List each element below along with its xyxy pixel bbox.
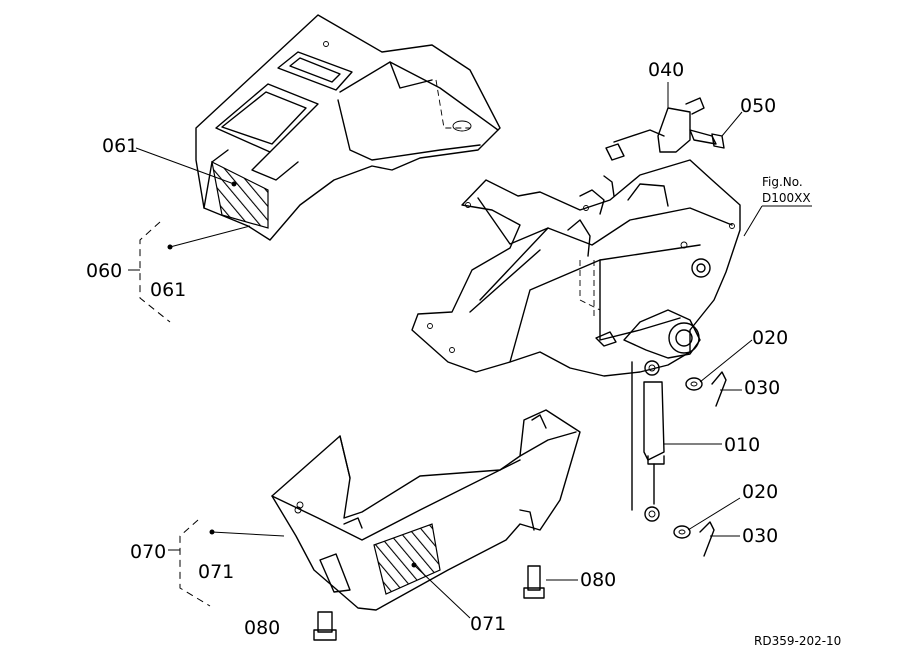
callout-061-group: 061 [150,279,186,301]
washer-020-top [685,377,703,391]
upper-cover [195,14,501,241]
callout-080-right: 080 [580,569,616,591]
callout-060: 060 [86,260,122,282]
callout-080-left: 080 [244,617,280,639]
pin-030-bottom [699,521,715,557]
gas-strut [631,360,665,522]
leader-lines [135,82,812,619]
screw-080-right [523,565,545,599]
callout-020-bottom: 020 [742,481,778,503]
callout-040: 040 [648,59,684,81]
callout-010: 010 [724,434,760,456]
drawing-code: RD359-202-10 [754,634,841,648]
screw-080-left [313,611,337,641]
pin-030-top [711,371,727,407]
callout-071-bottom: 071 [470,613,506,635]
callout-020-top: 020 [752,327,788,349]
callout-050: 050 [740,95,776,117]
washer-020-bottom [673,525,691,539]
bolt-050 [689,129,725,149]
figure-ref-number: D100XX [762,191,811,205]
group-bracket-070 [168,519,285,607]
callout-030-top: 030 [744,377,780,399]
figure-ref-label: Fig.No. [762,175,803,189]
callout-070: 070 [130,541,166,563]
callout-061-top: 061 [102,135,138,157]
callout-030-bottom: 030 [742,525,778,547]
frame-bracket [411,97,741,377]
group-bracket-060 [128,221,251,323]
lower-cover [271,409,581,611]
callout-071-group: 071 [198,561,234,583]
